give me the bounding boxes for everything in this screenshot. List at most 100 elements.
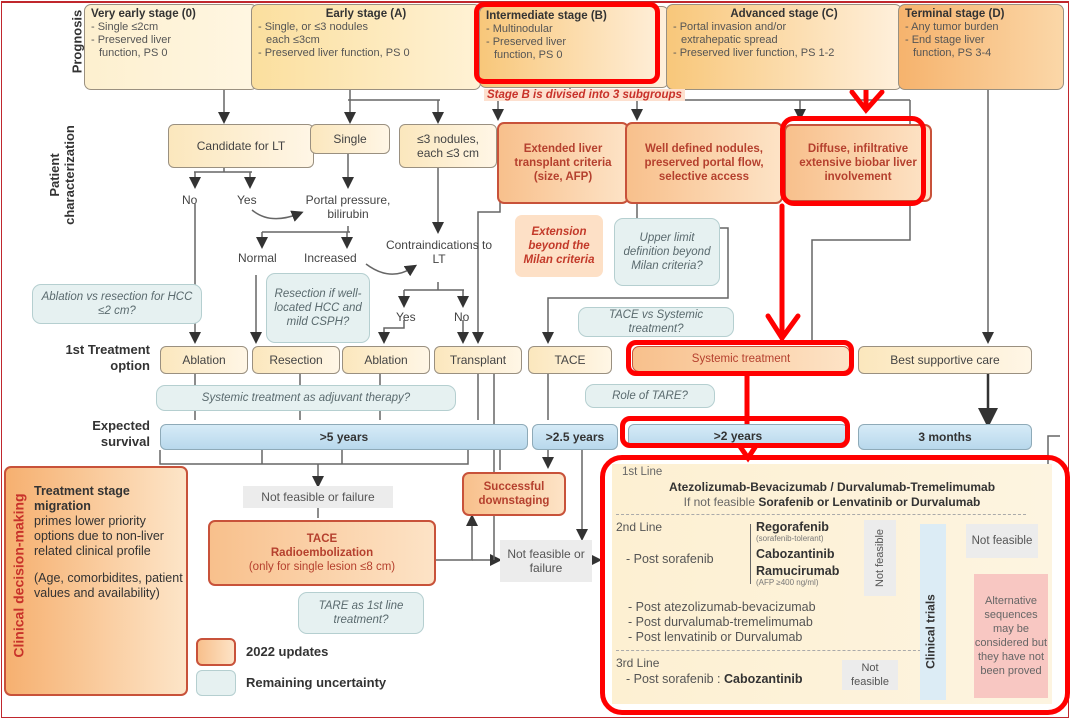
survival-2-years: >2 years	[628, 424, 848, 448]
treatment-ablation-2: Ablation	[342, 346, 430, 374]
post-atezolizumab: - Post atezolizumab-bevacizumab	[628, 600, 816, 614]
stage-terminal: Terminal stage (D) - Any tumor burden - …	[898, 4, 1064, 90]
first-treatment-line2: option	[110, 358, 150, 373]
note-adjuvant: Systemic treatment as adjuvant therapy?	[156, 385, 456, 411]
clinical-trials-bar: Clinical trials	[920, 524, 946, 700]
not-feasible-vertical: Not feasible	[864, 520, 896, 596]
treatment-resection: Resection	[252, 346, 340, 374]
stage-line: - Multinodular	[486, 23, 553, 35]
no-label: No	[182, 193, 198, 207]
third-line-row: - Post sorafenib : Cabozantinib	[626, 672, 802, 686]
first-line-alternative: If not feasible Sorafenib or Lenvatinib …	[612, 495, 1052, 509]
note-resection-if: Resection if well-located HCC and mild C…	[266, 273, 370, 343]
second-line-drugs: Regorafenib (sorafenib-tolerant) Cabozan…	[756, 520, 839, 588]
stage-title: Very early stage (0)	[91, 8, 196, 20]
legend-label-updates: 2022 updates	[246, 644, 329, 659]
third-line-post-sorafenib: - Post sorafenib :	[626, 672, 721, 686]
stage-line: - Preserved liver function, PS 1-2	[673, 47, 835, 59]
treatment-transplant: Transplant	[434, 346, 522, 374]
first-treatment-line1: 1st Treatment	[65, 342, 150, 357]
divider	[616, 514, 1026, 515]
third-line-label: 3rd Line	[616, 656, 660, 670]
ramucirumab: Ramucirumab	[756, 564, 840, 578]
stage-title: Terminal stage (D)	[905, 8, 1005, 20]
stage-title: Early stage (A)	[325, 8, 407, 20]
stage-b-note: Stage B is divised into 3 subgroups	[484, 89, 685, 101]
clinical-decision-text: Treatment stage migration primes lower p…	[34, 484, 184, 601]
clinical-decision-box: Clinical decision-making Treatment stage…	[4, 466, 188, 696]
survival-5-years: >5 years	[160, 424, 528, 450]
stage-line: - Portal invasion and/or	[673, 21, 787, 33]
treatment-ablation-1: Ablation	[160, 346, 248, 374]
alternative-sequences: Alternative sequences may be considered …	[974, 574, 1048, 698]
stage-title: Intermediate stage (B)	[486, 10, 607, 22]
stage-line: - Single ≤2cm	[91, 21, 159, 33]
stage-line: - Single, or ≤3 nodules	[258, 21, 368, 33]
stage-b-subgroup-extended-lt: Extended liver transplant criteria (size…	[497, 122, 629, 204]
stage-line: - Preserved liver	[486, 36, 567, 48]
not-feasible-or-failure-2: Not feasible or failure	[500, 540, 592, 582]
regorafenib-note: (sorafenib-tolerant)	[756, 534, 824, 543]
cabozantinib: Cabozantinib	[756, 547, 835, 561]
legend-label-uncertainty: Remaining uncertainty	[246, 675, 387, 690]
clinical-title: Treatment stage migration	[34, 484, 130, 513]
row-label-first-treatment: 1st Treatment option	[40, 342, 150, 374]
row-label-patient-characterization: Patient characterization	[47, 115, 77, 235]
portal-pressure: Portal pressure, bilirubin	[305, 193, 391, 221]
note-tace-vs-systemic: TACE vs Systemic treatment?	[578, 307, 734, 337]
third-line-cabozantinib: Cabozantinib	[723, 672, 803, 686]
stage-line: - End stage liver	[905, 34, 985, 46]
ramucirumab-note: (AFP ≥400 ng/ml)	[756, 578, 819, 587]
systemic-panel: 1st Line Atezolizumab-Bevacizumab / Durv…	[612, 464, 1052, 704]
if-not-feasible: If not feasible	[683, 495, 755, 509]
row-label-patient-line1: Patient	[47, 153, 62, 197]
stage-early: Early stage (A) - Single, or ≤3 nodules …	[251, 4, 481, 90]
second-line-label: 2nd Line	[616, 520, 663, 534]
normal-label: Normal	[238, 251, 277, 265]
stage-line: function, PS 0	[99, 47, 168, 59]
single-lesion-note: (only for single lesion ≤8 cm)	[248, 561, 396, 573]
not-feasible-right: Not feasible	[966, 524, 1038, 558]
stage-line: extrahepatic spread	[681, 34, 778, 46]
stage-very-early: Very early stage (0) - Single ≤2cm - Pre…	[84, 4, 258, 90]
survival-3-months: 3 months	[858, 424, 1032, 450]
single-node: Single	[310, 124, 390, 154]
treatment-best-supportive-care: Best supportive care	[858, 346, 1032, 374]
contraindications-lt: Contraindications to LT	[385, 238, 493, 266]
note-role-tare: Role of TARE?	[585, 384, 715, 408]
expected-survival-line1: Expected	[92, 418, 150, 433]
stage-line: each ≤3cm	[266, 34, 320, 46]
clinical-trials-label: Clinical trials	[923, 594, 938, 669]
first-line-label: 1st Line	[622, 466, 663, 478]
legend-swatch-uncertainty	[196, 670, 236, 696]
clinical-decision-label: Clinical decision-making	[10, 493, 27, 658]
contra-no-label: No	[454, 310, 470, 324]
post-durvalumab: - Post durvalumab-tremelimumab	[628, 615, 813, 629]
clinical-extra: (Age, comorbidites, patient values and a…	[34, 571, 183, 600]
tace-radioembolization: TACE Radioembolization (only for single …	[208, 520, 436, 586]
note-tare-first-line: TARE as 1st line treatment?	[298, 592, 424, 634]
first-line-drugs: Atezolizumab-Bevacizumab / Durvalumab-Tr…	[668, 480, 996, 494]
stage-intermediate: Intermediate stage (B) - Multinodular - …	[479, 6, 669, 88]
stage-line: function, PS 3-4	[913, 47, 992, 59]
stage-b-subgroup-diffuse: Diffuse, infiltrative extensive biobar l…	[784, 124, 932, 202]
note-extension-milan: Extension beyond the Milan criteria	[515, 215, 603, 277]
stage-b-subgroup-well-defined: Well defined nodules, preserved portal f…	[625, 122, 783, 204]
stage-title: Advanced stage (C)	[730, 8, 838, 20]
stage-line: function, PS 0	[494, 49, 563, 61]
stage-line: - Preserved liver function, PS 0	[258, 47, 410, 59]
survival-2-5-years: >2.5 years	[532, 424, 618, 450]
legend-swatch-updates	[196, 638, 236, 666]
row-label-prognosis: Prognosis	[69, 9, 85, 74]
yes-label: Yes	[237, 193, 257, 207]
treatment-tace: TACE	[528, 346, 612, 374]
third-line-not-feasible: Not feasible	[842, 660, 898, 690]
post-sorafenib: - Post sorafenib	[626, 552, 714, 566]
bracket	[750, 524, 751, 584]
contra-yes-label: Yes	[396, 310, 416, 324]
expected-survival-line2: survival	[100, 434, 150, 449]
row-label-patient-line2: characterization	[62, 125, 77, 225]
first-line-alt-drugs: Sorafenib or Lenvatinib or Durvalumab	[758, 495, 981, 509]
not-feasible-or-failure-1: Not feasible or failure	[243, 486, 393, 508]
post-lenvatinib: - Post lenvatinib or Durvalumab	[628, 630, 803, 644]
